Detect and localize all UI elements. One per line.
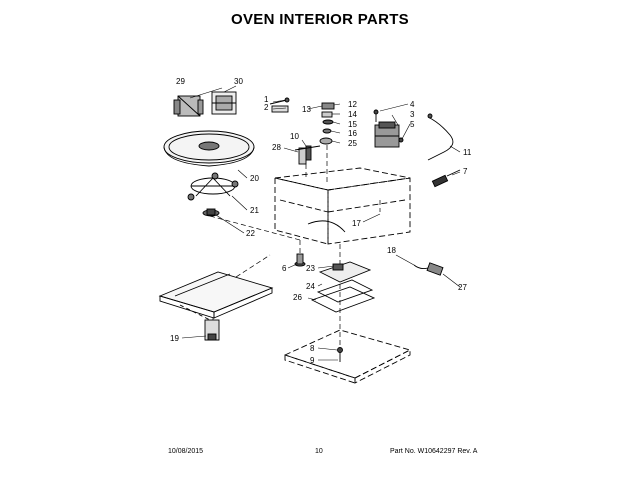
callout-3: 3 bbox=[410, 110, 415, 119]
callout-20: 20 bbox=[250, 174, 259, 183]
callout-15: 15 bbox=[348, 120, 357, 129]
turntable-tray bbox=[163, 130, 255, 167]
callout-13: 13 bbox=[302, 105, 311, 114]
transformer-part bbox=[173, 95, 204, 117]
door-switch bbox=[413, 262, 444, 276]
stirrer-motor bbox=[294, 253, 306, 267]
screw-bottom bbox=[337, 347, 343, 362]
heater-plates bbox=[310, 261, 376, 313]
lever-bracket bbox=[294, 145, 321, 165]
footer-date: 10/08/2015 bbox=[168, 448, 204, 455]
screw-small bbox=[269, 97, 290, 113]
callout-23: 23 bbox=[306, 264, 315, 273]
callout-25: 25 bbox=[348, 139, 357, 148]
callout-29: 29 bbox=[176, 77, 185, 86]
callout-8: 8 bbox=[310, 344, 315, 353]
callout-16: 16 bbox=[348, 129, 357, 138]
base-plate-right bbox=[283, 329, 412, 384]
callout-17: 17 bbox=[352, 219, 361, 228]
callout-5: 5 bbox=[410, 120, 415, 129]
coupler-part bbox=[202, 208, 220, 217]
callout-4: 4 bbox=[410, 100, 415, 109]
roller-ring bbox=[187, 172, 239, 201]
callout-22: 22 bbox=[246, 229, 255, 238]
callout-30: 30 bbox=[234, 77, 243, 86]
callout-11: 11 bbox=[463, 148, 472, 157]
footer-page-number: 10 bbox=[315, 448, 323, 455]
callout-21: 21 bbox=[250, 206, 259, 215]
callout-9: 9 bbox=[310, 356, 315, 365]
footer-part-number: Part No. W10642297 Rev. A bbox=[390, 448, 478, 455]
cavity-fan-arc bbox=[307, 220, 346, 233]
thermal-fuse bbox=[431, 169, 461, 188]
callout-7: 7 bbox=[463, 167, 468, 176]
callout-2: 2 bbox=[264, 103, 269, 112]
callout-1: 1 bbox=[264, 95, 269, 104]
callout-26: 26 bbox=[293, 293, 302, 302]
switch-assembly bbox=[319, 102, 335, 145]
callout-6: 6 bbox=[282, 264, 287, 273]
page-title: OVEN INTERIOR PARTS bbox=[231, 11, 409, 28]
callout-28: 28 bbox=[272, 143, 281, 152]
callout-27: 27 bbox=[458, 283, 467, 292]
callout-24: 24 bbox=[306, 282, 315, 291]
callout-18: 18 bbox=[387, 246, 396, 255]
callout-12: 12 bbox=[348, 100, 357, 109]
callout-10: 10 bbox=[290, 132, 299, 141]
magnetron-part bbox=[373, 109, 404, 148]
oven-cavity bbox=[274, 167, 411, 245]
callout-19: 19 bbox=[170, 334, 179, 343]
base-plate-left bbox=[158, 271, 274, 341]
callout-14: 14 bbox=[348, 110, 357, 119]
wire-harness bbox=[427, 113, 454, 161]
capacitor-part bbox=[211, 91, 237, 115]
